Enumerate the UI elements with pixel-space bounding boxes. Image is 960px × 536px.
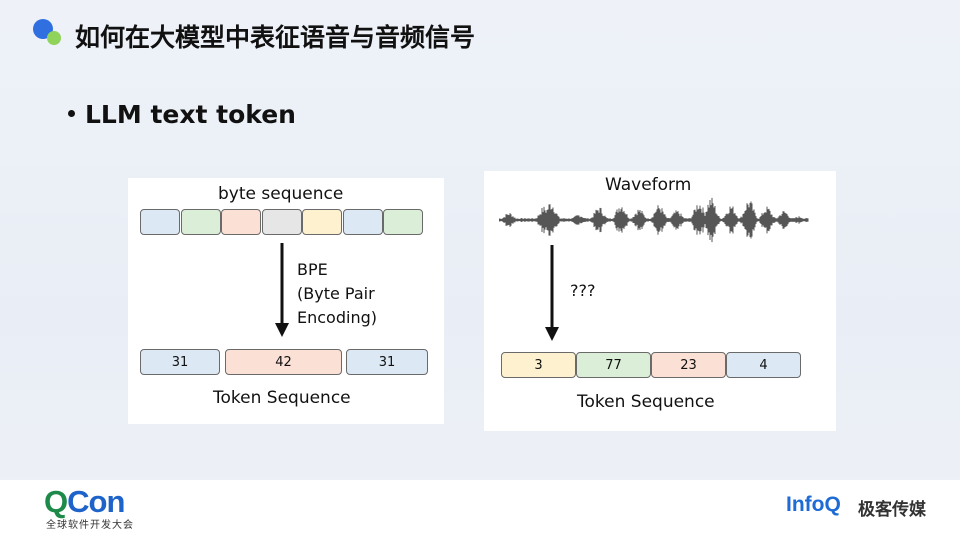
token-box: 23 (651, 352, 726, 378)
footer-bar (0, 480, 960, 536)
bullet-dot (68, 109, 75, 117)
token-sequence-label: Token Sequence (213, 388, 351, 408)
qcon-subtitle: 全球软件开发大会 (46, 520, 134, 531)
bpe-label-line2: (Byte Pair (297, 284, 375, 303)
unknown-label: ??? (570, 281, 596, 300)
token-box: 77 (576, 352, 651, 378)
token-box: 31 (346, 349, 428, 375)
token-sequence-label: Token Sequence (577, 392, 715, 412)
waveform-graphic (499, 197, 809, 243)
byte-box (302, 209, 342, 235)
token-box: 4 (726, 352, 801, 378)
qcon-logo: QCon (44, 484, 125, 519)
bpe-label-line1: BPE (297, 260, 328, 279)
bpe-diagram-panel: byte sequence BPE (Byte Pair Encoding) 3… (128, 178, 444, 424)
bullet-item: LLM text token (68, 100, 296, 129)
byte-box (221, 209, 261, 235)
token-box: 31 (140, 349, 220, 375)
waveform-diagram-panel: Waveform ??? 3 77 23 4 Token Sequence (484, 171, 836, 431)
byte-box (140, 209, 180, 235)
slide-title: 如何在大模型中表征语音与音频信号 (75, 23, 476, 52)
bpe-label-line3: Encoding) (297, 308, 377, 327)
byte-box (383, 209, 423, 235)
waveform-label: Waveform (605, 175, 692, 195)
token-box: 3 (501, 352, 576, 378)
bpe-label: BPE (Byte Pair Encoding) (297, 258, 377, 330)
byte-box (261, 209, 302, 235)
jike-media-logo: 极客传媒 (858, 500, 926, 520)
byte-sequence-label: byte sequence (218, 184, 344, 204)
token-box: 42 (225, 349, 342, 375)
unknown-arrow (545, 245, 559, 341)
title-logo-dot-green (47, 31, 61, 45)
byte-box (342, 209, 383, 235)
bullet-text: LLM text token (85, 100, 296, 129)
infoq-logo: InfoQ (786, 493, 841, 516)
byte-box (180, 209, 221, 235)
bpe-arrow (275, 243, 289, 337)
